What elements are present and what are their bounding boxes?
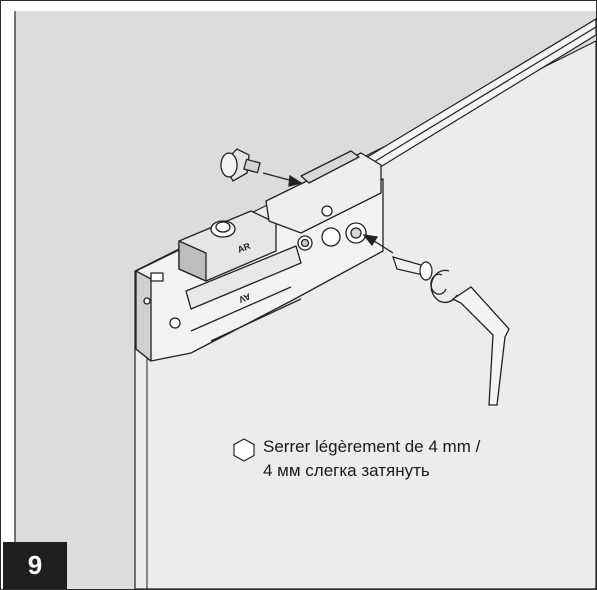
end-cap <box>220 148 261 182</box>
roller-carriage <box>135 150 384 362</box>
hex-key-icon <box>233 438 255 462</box>
lower-block-marking: AV <box>237 291 252 305</box>
lower-block <box>185 245 302 310</box>
upper-block-marking: AR <box>236 241 252 255</box>
lock-clip <box>430 269 458 304</box>
instruction-french: Serrer légèrement de 4 mm / <box>263 437 481 456</box>
adjustment-screw <box>392 256 433 281</box>
insert-arrow-right <box>362 234 394 254</box>
hex-key <box>451 286 510 406</box>
insert-arrow-top <box>262 172 303 187</box>
instruction-russian: 4 мм слегка затянуть <box>263 461 430 480</box>
instruction-block: Serrer légèrement de 4 mm / 4 мм слегка … <box>233 435 480 483</box>
step-number-badge: 9 <box>3 542 67 589</box>
